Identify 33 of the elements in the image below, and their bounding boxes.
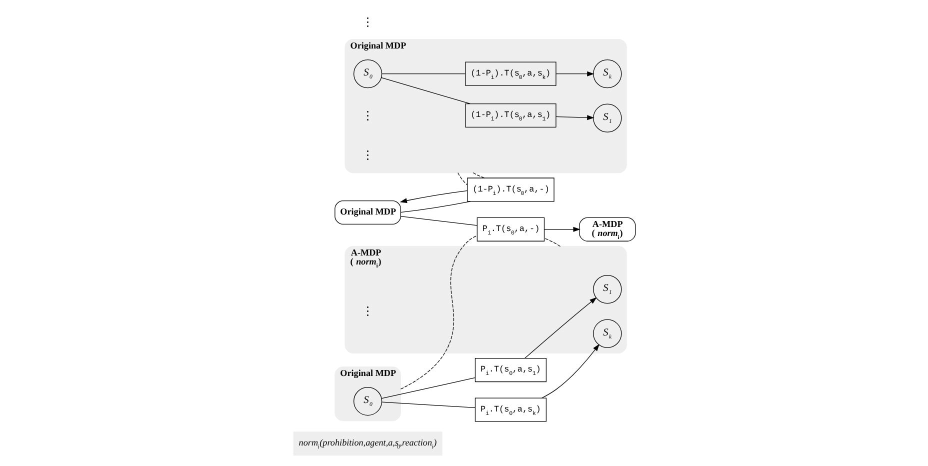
node-circle: S$_{0}$	[353, 386, 382, 416]
arrow	[544, 226, 580, 232]
node-circle: S$_{k}$	[592, 60, 622, 88]
connector	[457, 172, 468, 186]
node-box: P$_{i}$.T(s$_{0}$,a,-)	[476, 217, 544, 242]
node-box: (1-P$_{i}$).T(s$_{0}$,a,-)	[466, 178, 554, 202]
connector	[380, 377, 475, 399]
arrow	[555, 71, 594, 76]
arrow	[555, 115, 594, 120]
label: ⋮	[361, 148, 374, 162]
connector	[381, 402, 475, 408]
arrow	[524, 297, 596, 359]
label: ⋮	[361, 109, 374, 122]
node-box: P$_{i}$.T(s$_{0}$,a,s$_{k}$)	[474, 398, 546, 422]
label: ⋮	[361, 304, 374, 318]
connector	[380, 77, 470, 104]
node-box: (1-P$_{i}$).T(s$_{0}$,a,s$_{k}$)	[464, 62, 556, 86]
connector	[400, 216, 477, 226]
connector	[544, 238, 560, 247]
node-box: A-MDP ( norm$_{i}$)	[578, 217, 636, 242]
arrow	[541, 344, 599, 398]
connector	[400, 235, 478, 390]
node-circle: S$_{1}$	[592, 104, 622, 132]
node-circle: S$_{1}$	[592, 275, 622, 304]
node-box: P$_{i}$.T(s$_{0}$,a,s$_{1}$)	[474, 358, 546, 382]
node-box: Original MDP	[334, 200, 401, 225]
label: ⋮	[361, 15, 374, 28]
node-circle: S$_{0}$	[353, 60, 382, 88]
connector	[472, 172, 484, 178]
connector	[400, 201, 470, 213]
node-box: (1-P$_{i}$).T(s$_{0}$,a,s$_{1}$)	[464, 103, 556, 128]
arrow	[399, 190, 468, 204]
node-circle: S$_{k}$	[592, 319, 622, 348]
